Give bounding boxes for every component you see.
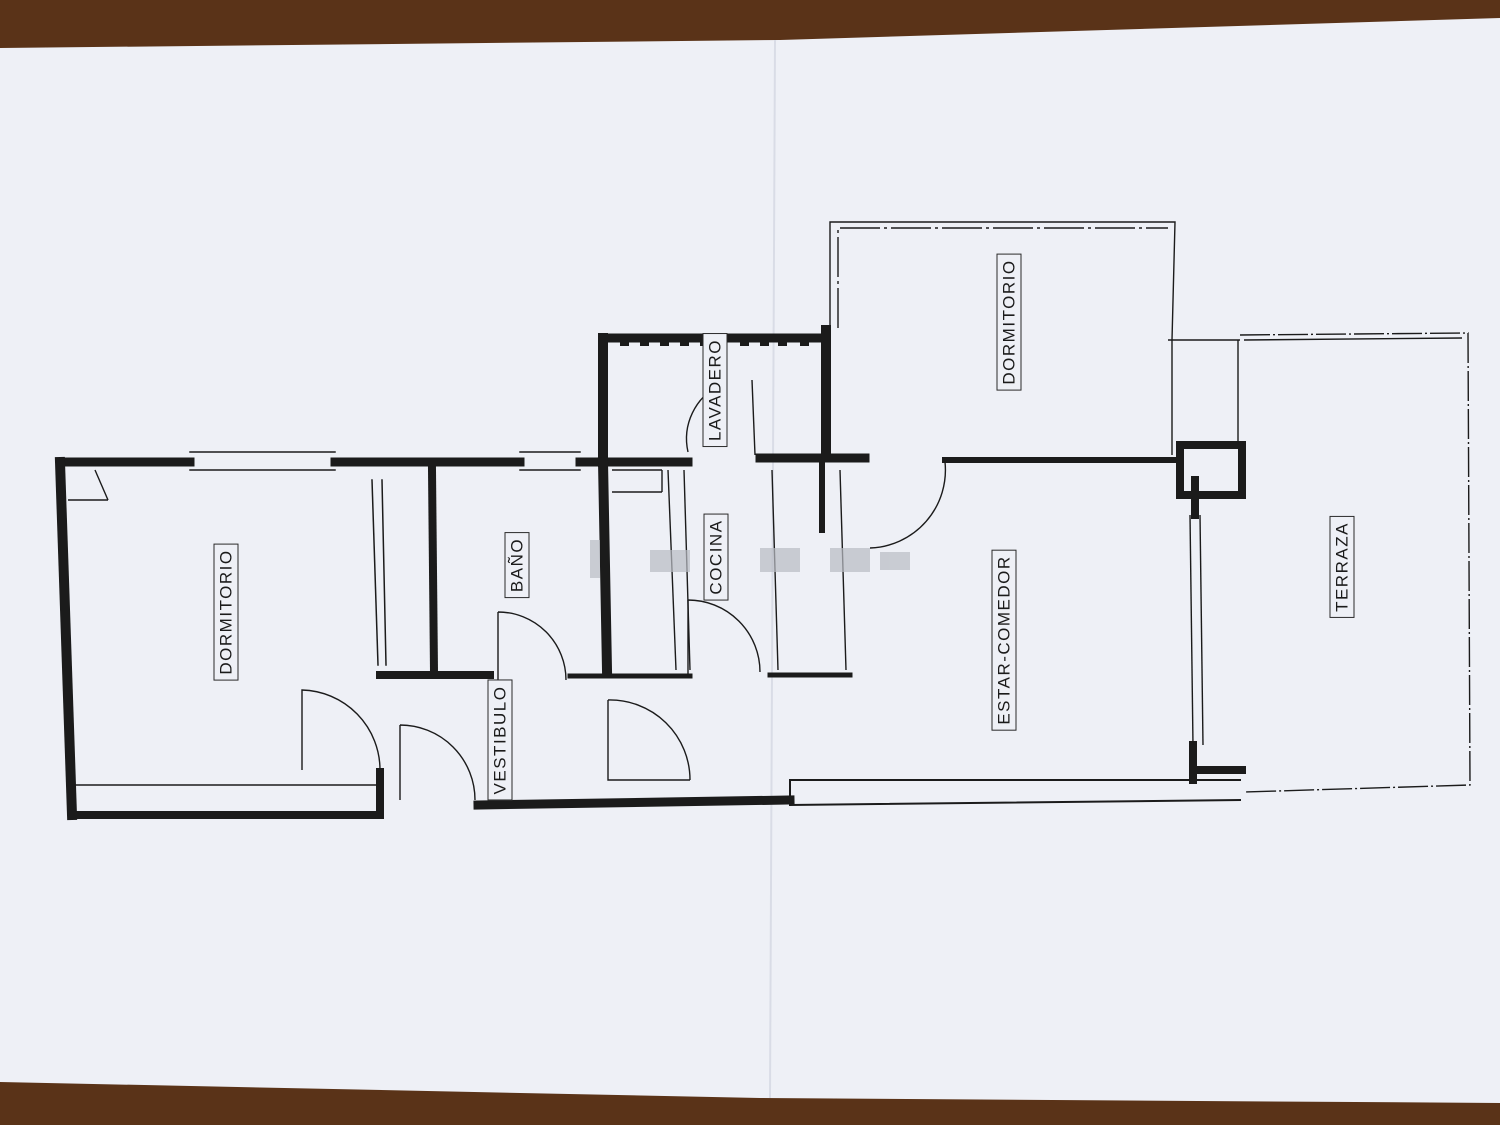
room-label-bano: BAÑO	[504, 531, 530, 599]
room-label-vestibulo: VESTIBULO	[487, 679, 513, 801]
room-label-dormitorio-left: DORMITORIO	[213, 543, 239, 681]
paper-sheet	[0, 18, 1500, 1103]
watermark-marks	[590, 540, 910, 578]
room-label-dormitorio-right: DORMITORIO	[996, 253, 1022, 391]
room-label-estar-comedor: ESTAR-COMEDOR	[991, 549, 1017, 731]
room-label-terraza: TERRAZA	[1329, 516, 1355, 618]
room-label-lavadero: LAVADERO	[702, 332, 728, 448]
room-label-cocina: COCINA	[703, 513, 729, 601]
